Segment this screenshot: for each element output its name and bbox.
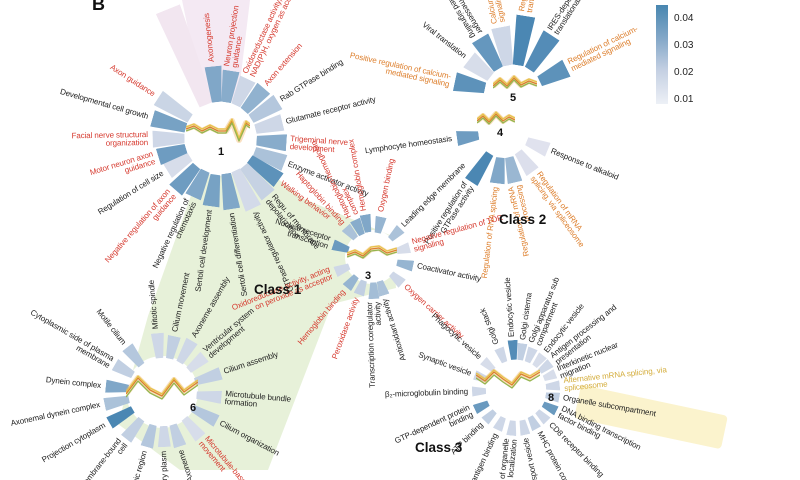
cluster-hub [182, 100, 258, 176]
sparkline-series [493, 77, 537, 87]
go-term-text: Facial nerve structural organization [71, 129, 149, 148]
sparkline-series [126, 375, 198, 395]
go-term-text: Axonogenesis [201, 13, 216, 64]
class3-label: Class 3 [415, 440, 463, 455]
cluster-number: 6 [190, 402, 197, 414]
expression-profile-sparkline [126, 375, 198, 400]
expression-profile-sparkline [186, 118, 250, 143]
sparkline-series [493, 79, 537, 89]
panel-label: B [92, 0, 105, 14]
expression-profile-sparkline [347, 245, 397, 259]
go-term-label: Ciliary plasm [154, 451, 177, 480]
sparkline-series [477, 111, 515, 121]
colorbar-gradient [656, 5, 668, 104]
go-term-label: Facial nerve structural organization [53, 129, 149, 151]
cluster-number: 1 [218, 146, 225, 158]
sparkline-series [126, 380, 198, 400]
sparkline-series [477, 115, 515, 125]
legend-tick: 0.02 [674, 67, 694, 78]
cluster-number: 5 [510, 92, 517, 104]
go-term-text: Axoneme [175, 448, 195, 480]
go-term-label: β₂-microglobulin binding [373, 382, 469, 405]
sparkline-series [476, 369, 540, 384]
class1-label: Class 1 [254, 282, 302, 297]
expression-profile-sparkline [477, 111, 515, 125]
go-term-text: Dynein complex [45, 374, 102, 390]
cluster-number: 8 [548, 392, 555, 404]
expression-profile-sparkline [476, 369, 540, 389]
class2-label: Class 2 [499, 212, 547, 227]
go-term-text: Mitotic spindle [146, 279, 161, 330]
sparkline-series [186, 122, 250, 142]
sparkline-series [347, 249, 397, 259]
legend-tick: 0.03 [674, 40, 694, 51]
legend-tick: 0.01 [674, 94, 694, 105]
sparkline-series [347, 245, 397, 255]
legend-tick: 0.04 [674, 13, 694, 24]
sparkline-series [126, 377, 198, 397]
expression-profile-sparkline [493, 75, 537, 89]
sparkline-series [493, 75, 537, 85]
sparkline-series [186, 118, 250, 139]
sparkline-series [476, 374, 540, 389]
cluster-number: 4 [497, 127, 504, 139]
go-term-text: β₂-microglobulin binding [384, 386, 469, 399]
sparkline-series [476, 371, 540, 386]
cluster-number: 3 [365, 270, 372, 282]
cluster-hub [126, 356, 198, 428]
sparkline-series [347, 247, 397, 257]
go-term-text: Ciliary plasm [158, 450, 170, 480]
sparkline-series [477, 113, 515, 123]
